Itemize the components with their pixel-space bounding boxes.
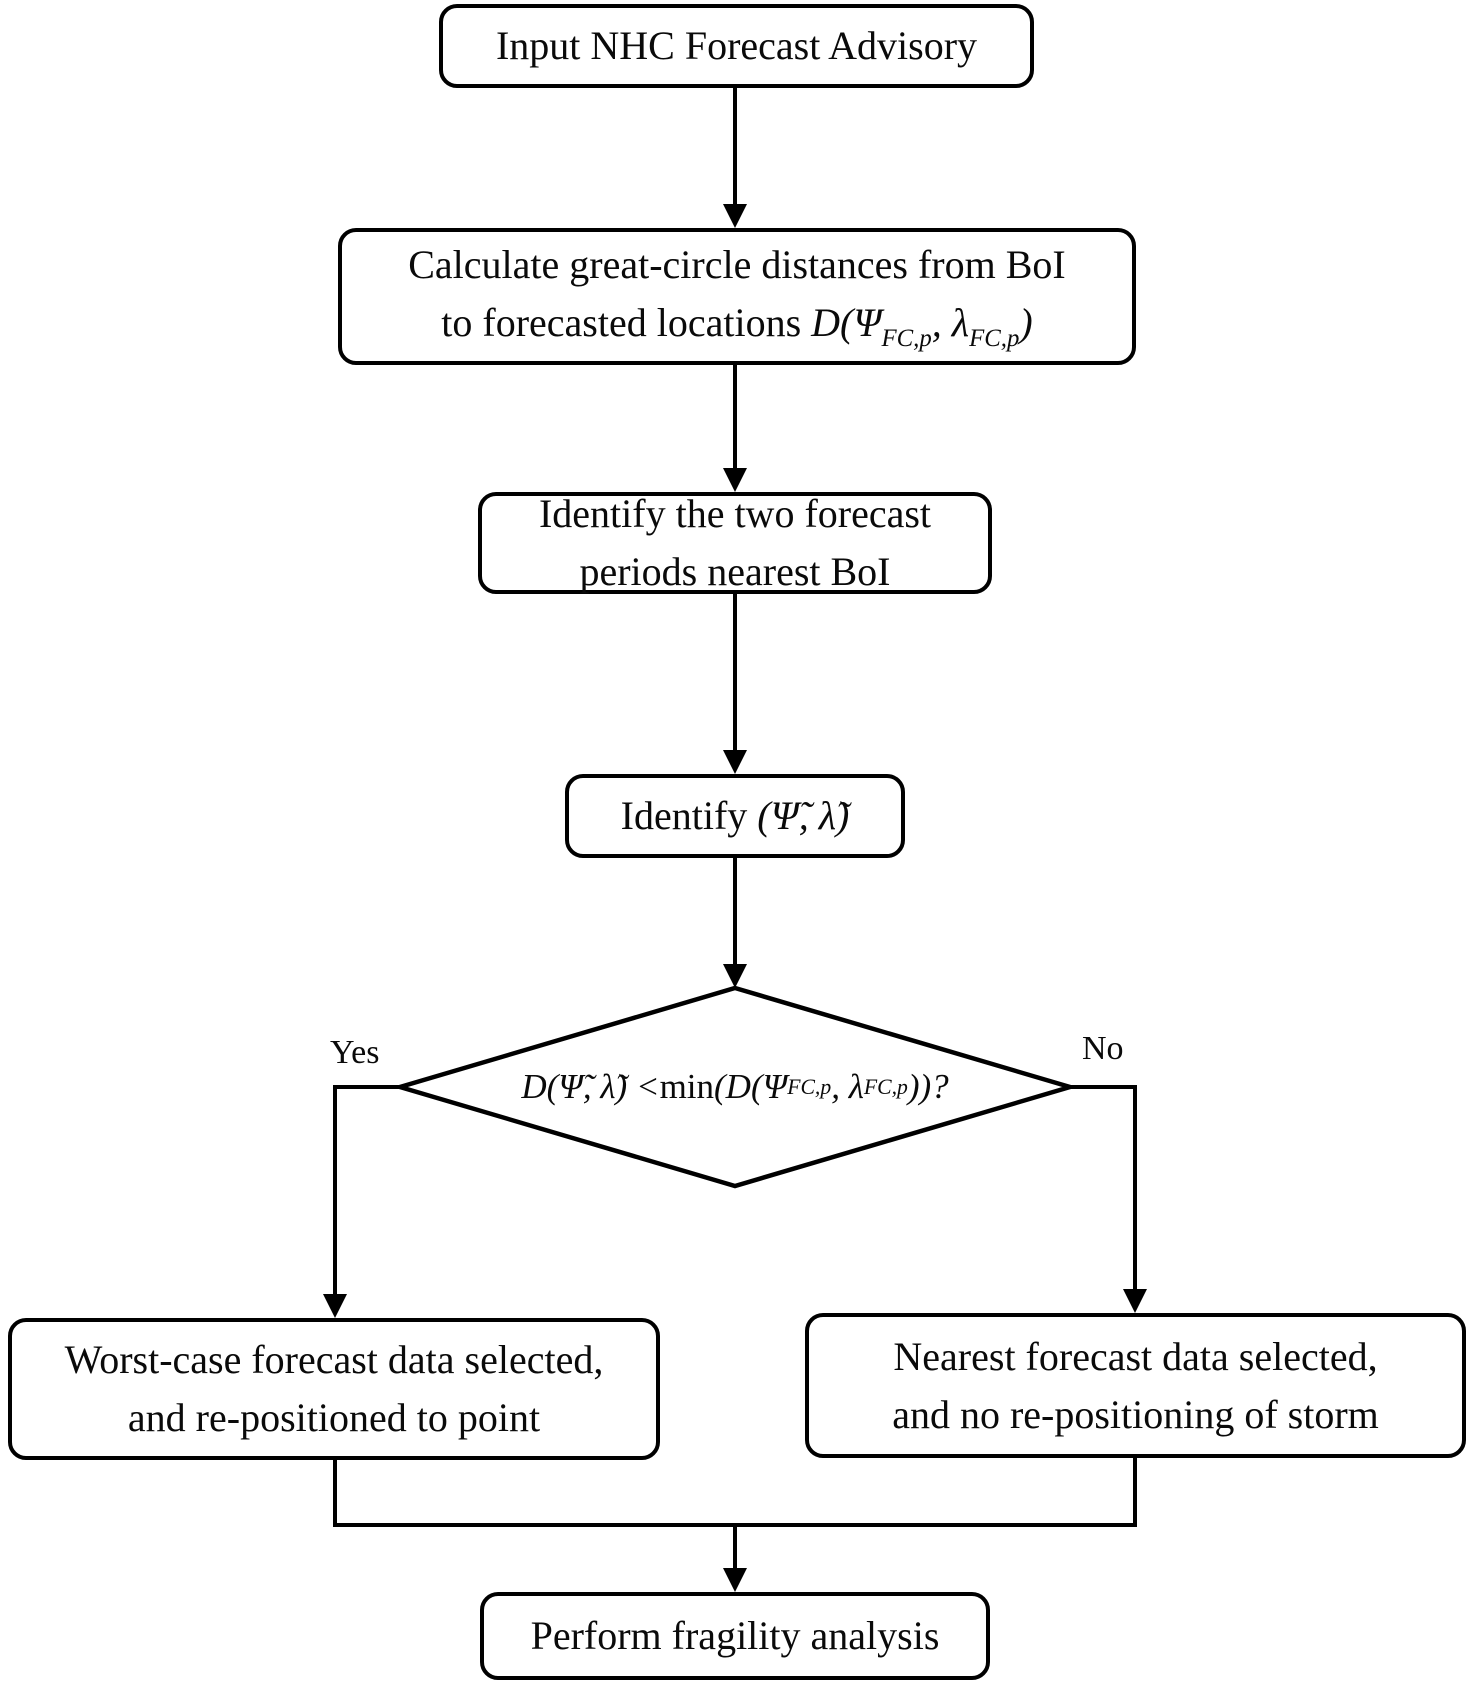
edge-label-yes: Yes bbox=[330, 1034, 380, 1071]
node-identify-periods-line1: Identify the two forecast bbox=[538, 491, 932, 536]
node-calculate-distances-line1: Calculate great-circle distances from Bo… bbox=[408, 242, 1066, 288]
node-identify-point: Identify (Ψ̃, λ̃) bbox=[565, 774, 905, 858]
node-input-advisory: Input NHC Forecast Advisory bbox=[439, 4, 1034, 88]
node-worst-case: Worst-case forecast data selected, and r… bbox=[8, 1318, 660, 1460]
arrow-identify-periods-to-identify-point bbox=[723, 594, 747, 774]
node-identify-point-label: Identify (Ψ̃, λ̃) bbox=[620, 793, 850, 838]
node-worst-case-line2: and re-positioned to point bbox=[127, 1395, 541, 1440]
node-calculate-distances-line2: to forecasted locations D(ΨFC,p, λFC,p) bbox=[441, 300, 1033, 352]
node-nearest-forecast-line2: and no re-positioning of storm bbox=[892, 1391, 1379, 1437]
arrow-identify-point-to-decision bbox=[723, 858, 747, 988]
node-identify-periods: Identify the two forecast periods neares… bbox=[478, 491, 992, 594]
node-nearest-forecast-line1: Nearest forecast data selected, bbox=[893, 1333, 1378, 1379]
node-perform-fragility: Perform fragility analysis bbox=[480, 1592, 990, 1680]
merge-connector bbox=[333, 1458, 1137, 1592]
decision-diamond-shape bbox=[392, 985, 1078, 1189]
node-worst-case-line1: Worst-case forecast data selected, bbox=[64, 1337, 604, 1382]
node-identify-periods-line2: periods nearest BoI bbox=[579, 549, 891, 594]
node-perform-fragility-label: Perform fragility analysis bbox=[530, 1613, 940, 1658]
arrow-calculate-to-identify-periods bbox=[723, 365, 747, 492]
node-calculate-distances: Calculate great-circle distances from Bo… bbox=[338, 228, 1136, 365]
arrow-no-branch bbox=[1070, 1085, 1147, 1313]
arrow-yes-branch bbox=[323, 1085, 400, 1318]
node-input-advisory-label: Input NHC Forecast Advisory bbox=[495, 23, 978, 68]
edge-label-no: No bbox=[1082, 1030, 1124, 1067]
node-nearest-forecast: Nearest forecast data selected, and no r… bbox=[805, 1313, 1466, 1458]
arrow-input-to-calculate bbox=[723, 88, 747, 228]
